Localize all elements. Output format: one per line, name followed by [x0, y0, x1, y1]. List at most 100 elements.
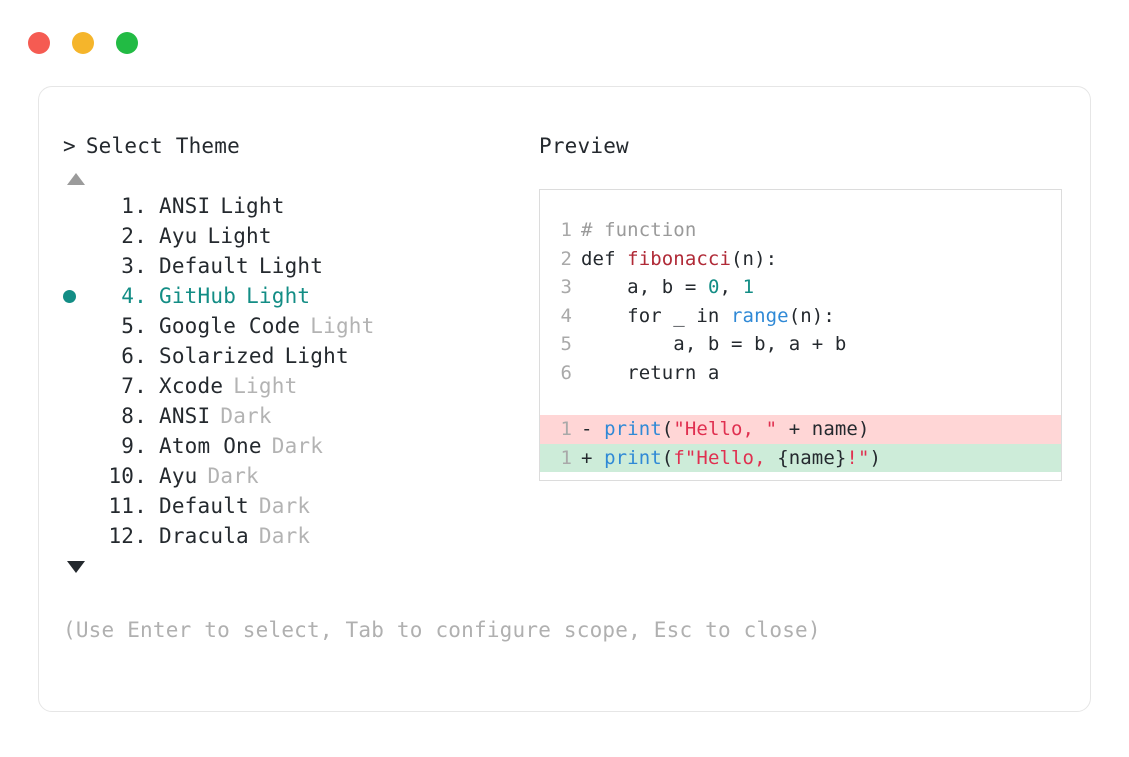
theme-item-index: 7. — [108, 374, 147, 398]
theme-item-variant: Light — [207, 224, 272, 248]
theme-item-index: 10. — [108, 464, 147, 488]
theme-item-variant: Light — [233, 374, 298, 398]
code-token: !" — [846, 446, 870, 469]
theme-item-variant: Light — [246, 284, 311, 308]
theme-item-index: 6. — [108, 344, 147, 368]
theme-item-index: 5. — [108, 314, 147, 338]
code-line: 6 return a — [540, 359, 1061, 388]
theme-item-name: Solarized — [159, 344, 275, 368]
maximize-button[interactable] — [116, 32, 138, 54]
theme-item-variant: Dark — [258, 524, 311, 548]
theme-list-item[interactable]: 4. GitHub Light — [63, 281, 533, 311]
code-token: {name} — [777, 446, 847, 469]
theme-item-variant: Light — [284, 344, 349, 368]
keyboard-hint: (Use Enter to select, Tab to configure s… — [63, 618, 821, 642]
theme-list-item[interactable]: 10. Ayu Dark — [63, 461, 533, 491]
selector-title-row: > Select Theme — [63, 131, 533, 161]
code-line: 3 a, b = 0, 1 — [540, 273, 1061, 302]
line-number: 1 — [560, 219, 572, 241]
code-token: ) — [869, 446, 882, 469]
selection-bullet-slot — [63, 371, 91, 401]
code-line-text: for _ in range(n): — [572, 302, 835, 331]
theme-item-variant: Light — [220, 194, 285, 218]
code-token: print — [604, 418, 662, 440]
code-line-text: return a — [572, 359, 719, 388]
theme-item-name: Default — [159, 254, 249, 278]
theme-item-name: Default — [159, 494, 249, 518]
theme-item-name: ANSI — [159, 404, 211, 428]
theme-list-item[interactable]: 5. Google Code Light — [63, 311, 533, 341]
code-line-text: def fibonacci(n): — [572, 245, 777, 274]
code-token: range — [731, 304, 789, 327]
code-token: for _ in — [581, 304, 732, 327]
selection-bullet-slot — [63, 221, 91, 251]
theme-item-index: 4. — [108, 284, 147, 308]
selection-bullet-slot — [63, 191, 91, 221]
theme-item-index: 11. — [108, 494, 147, 518]
selection-bullet-slot — [63, 251, 91, 281]
theme-item-name: Google Code — [159, 314, 301, 338]
code-line: 4 for _ in range(n): — [540, 302, 1061, 331]
code-token: a, b = b, a + b — [581, 333, 847, 355]
theme-item-index: 1. — [108, 194, 147, 218]
code-token: print — [604, 446, 662, 469]
selection-bullet-slot — [63, 521, 91, 551]
code-token: + name) — [777, 418, 870, 440]
scroll-up-arrow-icon[interactable] — [67, 173, 85, 185]
theme-list-item[interactable]: 7. Xcode Light — [63, 371, 533, 401]
code-line-text: a, b = 0, 1 — [572, 273, 754, 302]
code-line-text: a, b = b, a + b — [572, 330, 846, 359]
code-token: ( — [661, 446, 674, 469]
selection-bullet-slot — [63, 281, 91, 311]
scroll-down-arrow-icon[interactable] — [67, 561, 85, 573]
theme-item-name: Xcode — [159, 374, 224, 398]
theme-item-variant: Dark — [220, 404, 272, 428]
code-token: fibonacci — [627, 247, 732, 270]
theme-item-index: 12. — [108, 524, 147, 548]
theme-item-variant: Dark — [207, 464, 259, 488]
theme-item-name: GitHub — [159, 284, 237, 308]
line-number: 1 — [560, 446, 572, 469]
theme-list-item[interactable]: 6. Solarized Light — [63, 341, 533, 371]
code-token: def — [581, 247, 628, 270]
diff-sign: - — [581, 418, 605, 440]
diff-sign: + — [581, 446, 605, 469]
code-token: (n): — [731, 247, 778, 270]
prompt-caret-icon: > — [63, 134, 76, 158]
theme-item-variant: Light — [310, 314, 375, 338]
code-token: 0 — [707, 276, 720, 298]
theme-item-name: Atom One — [159, 434, 262, 458]
code-line-text: + print(f"Hello, {name}!") — [572, 444, 881, 473]
code-token: ( — [661, 418, 674, 440]
code-token: a, b = — [581, 276, 708, 298]
theme-list-item[interactable]: 1. ANSI Light — [63, 191, 533, 221]
code-token: "Hello, " — [673, 418, 778, 440]
page-title: Select Theme — [85, 134, 240, 158]
theme-item-name: ANSI — [159, 194, 211, 218]
selected-bullet-icon — [63, 289, 76, 303]
theme-item-name: Ayu — [159, 464, 198, 488]
code-token: return a — [581, 361, 720, 384]
theme-item-index: 2. — [108, 224, 147, 248]
code-token: , — [719, 276, 743, 298]
code-line-text: - print("Hello, " + name) — [572, 415, 870, 444]
theme-item-index: 3. — [108, 254, 147, 278]
minimize-button[interactable] — [72, 32, 94, 54]
window-traffic-lights — [28, 32, 138, 54]
close-button[interactable] — [28, 32, 50, 54]
selection-bullet-slot — [63, 431, 91, 461]
preview-label: Preview — [539, 134, 629, 158]
code-token: # function — [581, 219, 697, 241]
